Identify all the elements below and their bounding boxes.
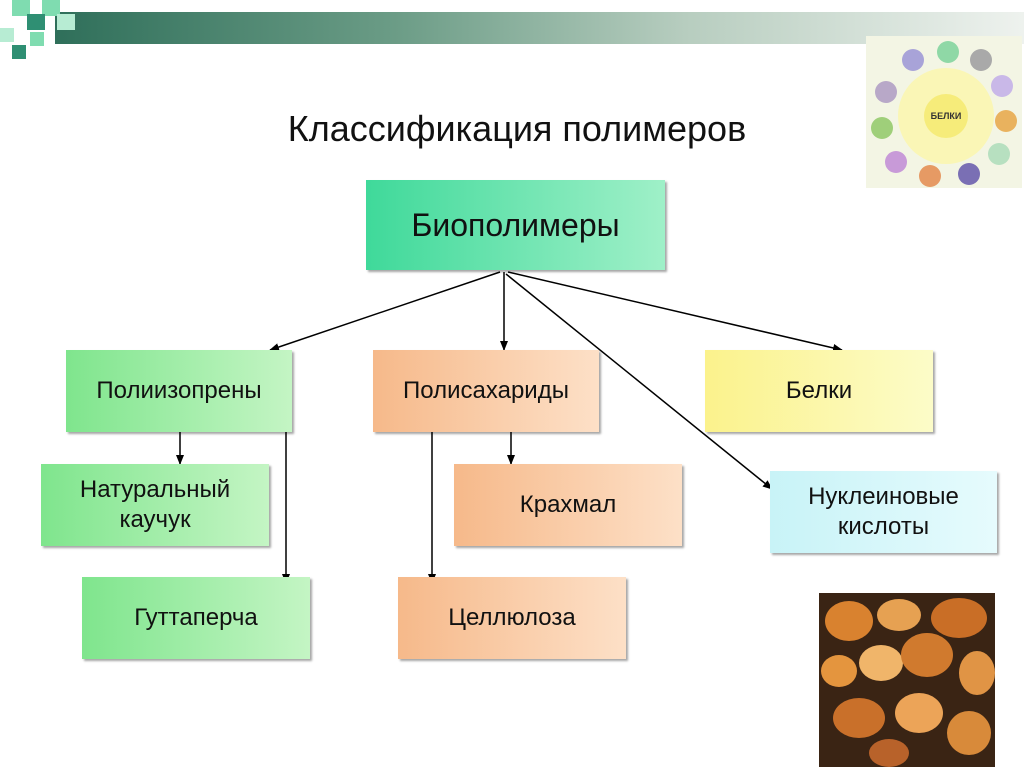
header-decoration-bar [55,12,1024,44]
node-polyisoprenes-label: Полиизопрены [96,377,262,404]
arrow-root-to-polyisoprenes [269,271,501,351]
cellulose-wood-logs-photo [819,593,995,767]
node-nucleic-acids: Нуклеиновые кислоты [770,471,997,553]
node-polyisoprenes: Полиизопрены [66,350,292,432]
node-natural-rubber: Натуральный каучук [41,464,269,546]
header-decoration-squares [0,0,80,60]
node-cellulose-label: Целлюлоза [448,604,576,631]
page-title: Классификация полимеров [287,108,747,149]
node-proteins-label: Белки [785,377,853,404]
node-gutta-percha: Гуттаперча [82,577,310,659]
protein-functions-illustration: БЕЛКИ [866,36,1022,188]
root-node-biopolymers: Биополимеры [366,180,665,270]
node-polysaccharides: Полисахариды [373,350,599,432]
node-nucleic-acids-label: Нуклеиновые кислоты [808,483,959,540]
root-node-label: Биополимеры [411,207,620,243]
arrow-root-to-proteins [507,271,843,352]
node-cellulose: Целлюлоза [398,577,626,659]
node-polysaccharides-label: Полисахариды [403,377,569,404]
arrow-root-to-nucleic-acids [505,273,773,490]
node-starch-label: Крахмал [519,491,617,518]
node-gutta-percha-label: Гуттаперча [134,604,258,631]
node-proteins: Белки [705,350,933,432]
protein-illustration-center-label: БЕЛКИ [931,111,962,121]
node-starch: Крахмал [454,464,682,546]
node-natural-rubber-label: Натуральный каучук [79,476,231,533]
